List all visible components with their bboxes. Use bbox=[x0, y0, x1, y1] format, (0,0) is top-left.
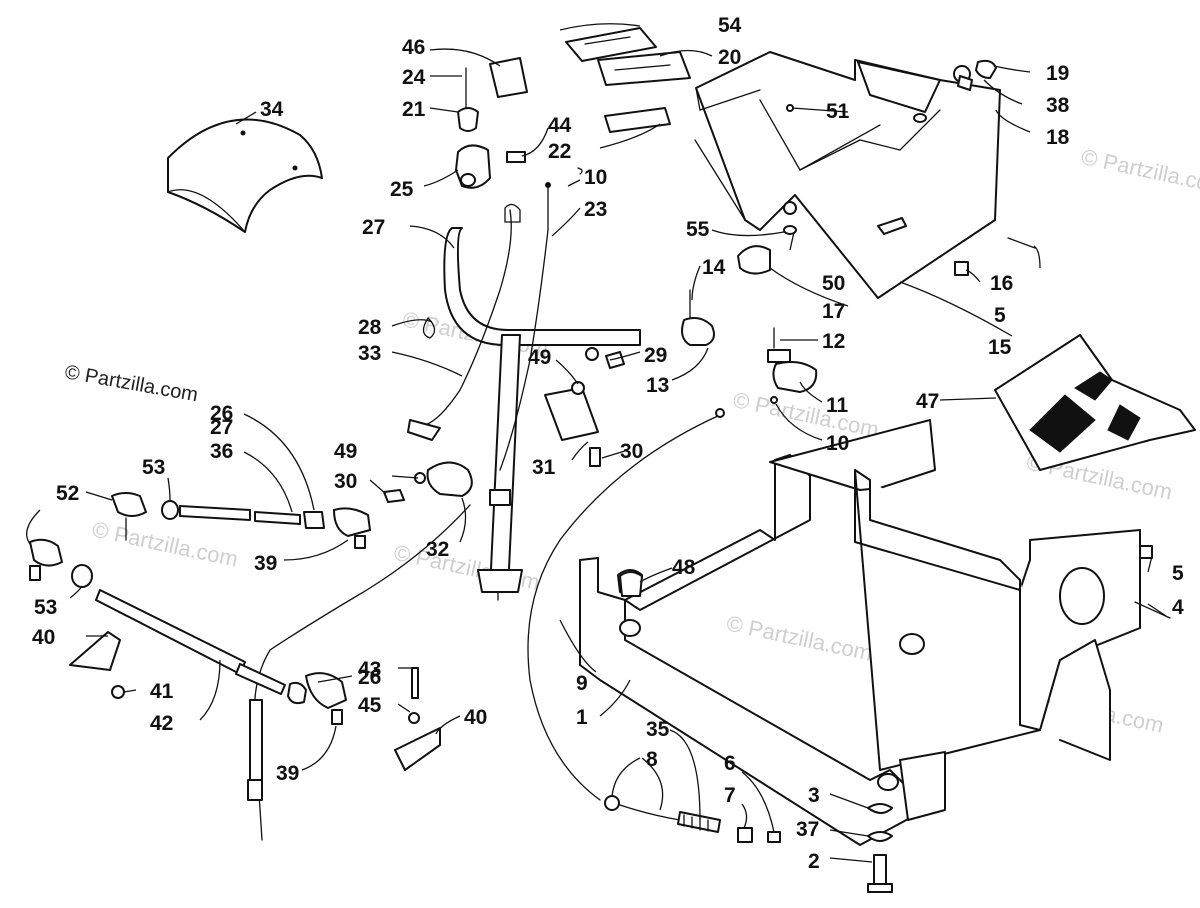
callout-47: 47 bbox=[916, 390, 939, 413]
callout-18: 18 bbox=[1046, 126, 1070, 149]
callout-53: 53 bbox=[142, 456, 165, 479]
callout-12: 12 bbox=[822, 330, 845, 353]
callout-37: 37 bbox=[796, 818, 819, 841]
callout-10: 10 bbox=[826, 432, 849, 455]
callout-42: 42 bbox=[150, 712, 173, 735]
plate-part bbox=[394, 667, 441, 771]
console-fasteners bbox=[737, 59, 1036, 276]
flag-decal-part bbox=[994, 334, 1196, 471]
callout-24: 24 bbox=[402, 66, 426, 89]
decal-part bbox=[565, 27, 691, 86]
tie-rod-parts bbox=[29, 492, 371, 725]
callout-30: 30 bbox=[620, 440, 643, 463]
callout-10: 10 bbox=[584, 166, 607, 189]
callout-39: 39 bbox=[276, 762, 299, 785]
callout-33: 33 bbox=[358, 342, 381, 365]
switch-part bbox=[767, 327, 818, 404]
callout-16: 16 bbox=[990, 272, 1013, 295]
callout-36: 36 bbox=[210, 440, 233, 463]
callout-27: 27 bbox=[362, 216, 385, 239]
callout-46: 46 bbox=[402, 36, 425, 59]
watermark: © Partzilla.com bbox=[90, 516, 240, 571]
long-cable-part bbox=[253, 408, 725, 841]
callout-40: 40 bbox=[32, 626, 55, 649]
callout-2: 2 bbox=[808, 850, 820, 873]
watermark: © Partzilla.com bbox=[1079, 144, 1200, 199]
callout-25: 25 bbox=[390, 178, 414, 201]
callout-4: 4 bbox=[1172, 596, 1184, 619]
callout-53: 53 bbox=[34, 596, 57, 619]
bolt-parts bbox=[867, 545, 1171, 893]
callout-52: 52 bbox=[56, 482, 79, 505]
callout-3: 3 bbox=[808, 784, 820, 807]
callout-19: 19 bbox=[1046, 62, 1069, 85]
callout-8: 8 bbox=[646, 748, 658, 771]
callout-35: 35 bbox=[646, 718, 670, 741]
callout-48: 48 bbox=[672, 556, 696, 579]
callout-9: 9 bbox=[576, 672, 588, 695]
watermark: © Partzilla.com bbox=[724, 610, 874, 665]
callout-44: 44 bbox=[548, 114, 572, 137]
callout-50: 50 bbox=[822, 272, 845, 295]
callout-5: 5 bbox=[994, 304, 1006, 327]
callout-11: 11 bbox=[826, 394, 849, 417]
callout-30: 30 bbox=[334, 470, 357, 493]
callout-51: 51 bbox=[826, 100, 850, 123]
spring-parts bbox=[247, 699, 781, 843]
callout-23: 23 bbox=[584, 198, 607, 221]
handlebar-part bbox=[443, 227, 715, 601]
callout-26: 26 bbox=[210, 402, 233, 425]
callout-40: 40 bbox=[464, 706, 487, 729]
credit-text: © Partzilla.com bbox=[63, 361, 200, 406]
callout-54: 54 bbox=[718, 14, 742, 37]
callout-28: 28 bbox=[358, 316, 382, 339]
callout-22: 22 bbox=[548, 140, 571, 163]
callout-7: 7 bbox=[724, 784, 736, 807]
callout-32: 32 bbox=[426, 538, 449, 561]
callout-6: 6 bbox=[724, 752, 736, 775]
callout-26: 26 bbox=[358, 666, 381, 689]
callout-38: 38 bbox=[1046, 94, 1070, 117]
callout-17: 17 bbox=[822, 300, 845, 323]
bracket-part bbox=[383, 347, 625, 503]
cable-parts bbox=[407, 203, 549, 471]
callout-27: 27 bbox=[210, 416, 233, 439]
cowl-part bbox=[167, 118, 323, 233]
callout-5: 5 bbox=[1172, 562, 1184, 585]
plug-part bbox=[619, 571, 643, 597]
callout-49: 49 bbox=[528, 346, 551, 369]
console-part bbox=[694, 51, 1001, 299]
callout-31: 31 bbox=[532, 456, 556, 479]
callout-14: 14 bbox=[702, 256, 726, 279]
callout-41: 41 bbox=[150, 680, 174, 703]
callout-21: 21 bbox=[402, 98, 426, 121]
callout-13: 13 bbox=[646, 374, 669, 397]
callout-20: 20 bbox=[718, 46, 741, 69]
callout-49: 49 bbox=[334, 440, 357, 463]
callout-labels: 1 2 3 4 5 5 6 7 8 9 10 10 11 12 13 14 15… bbox=[32, 14, 1184, 873]
leader-lines bbox=[26, 23, 1167, 863]
callout-34: 34 bbox=[260, 98, 284, 121]
callout-55: 55 bbox=[686, 218, 710, 241]
callout-43: 43 bbox=[358, 658, 381, 681]
callout-15: 15 bbox=[988, 336, 1012, 359]
callout-1: 1 bbox=[576, 706, 588, 729]
callout-29: 29 bbox=[644, 344, 667, 367]
frame-part bbox=[579, 419, 1141, 846]
throttle-parts bbox=[455, 57, 671, 231]
callout-39: 39 bbox=[254, 552, 277, 575]
callout-45: 45 bbox=[358, 694, 382, 717]
